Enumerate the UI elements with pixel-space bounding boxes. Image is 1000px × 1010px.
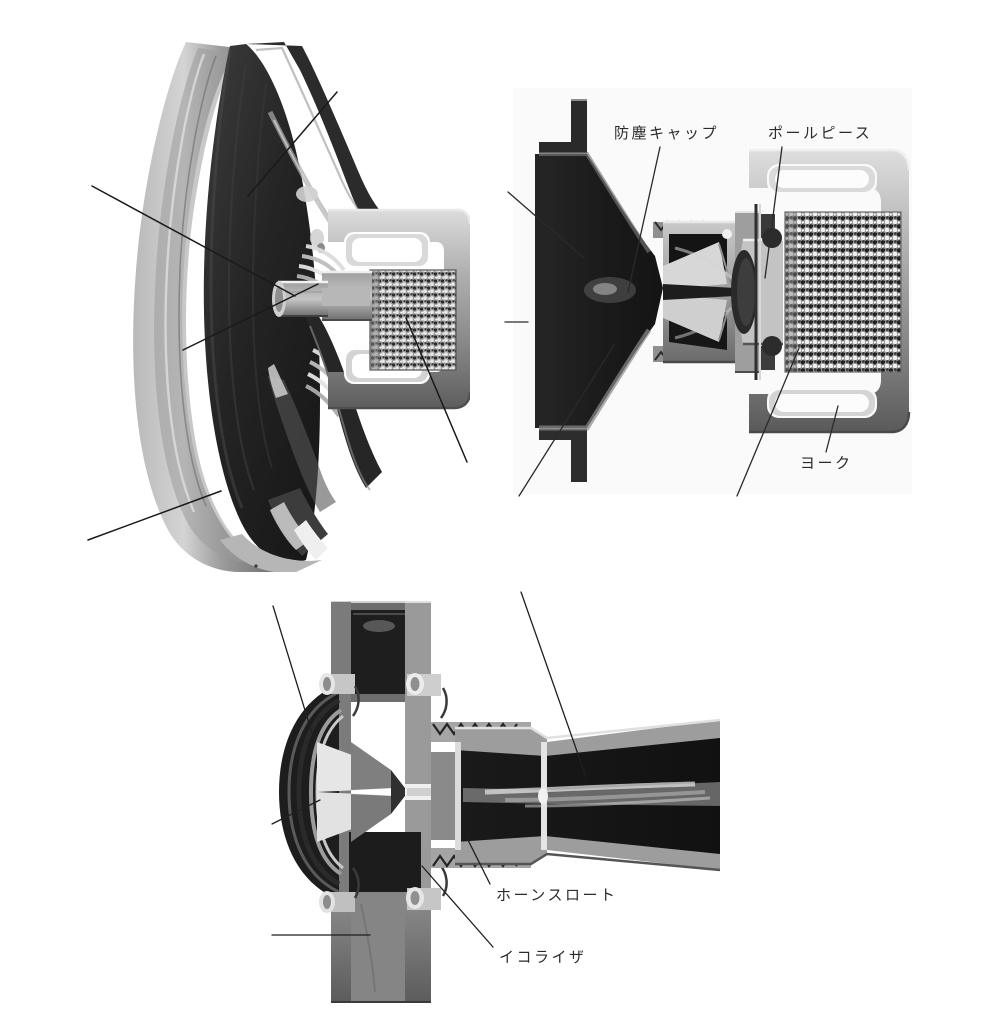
compression-driver-cutaway-photo	[513, 88, 912, 494]
cone-driver-cutaway-photo	[70, 20, 470, 572]
label-yoke: ヨーク	[800, 454, 853, 472]
label-pole-piece: ポールピース	[768, 124, 873, 142]
label-dust-cap: 防塵キャップ	[614, 124, 720, 142]
horn-throat-cutaway-photo	[255, 592, 725, 1010]
label-equalizer: イコライザ	[499, 948, 587, 966]
label-horn-throat: ホーンスロート	[496, 886, 618, 904]
